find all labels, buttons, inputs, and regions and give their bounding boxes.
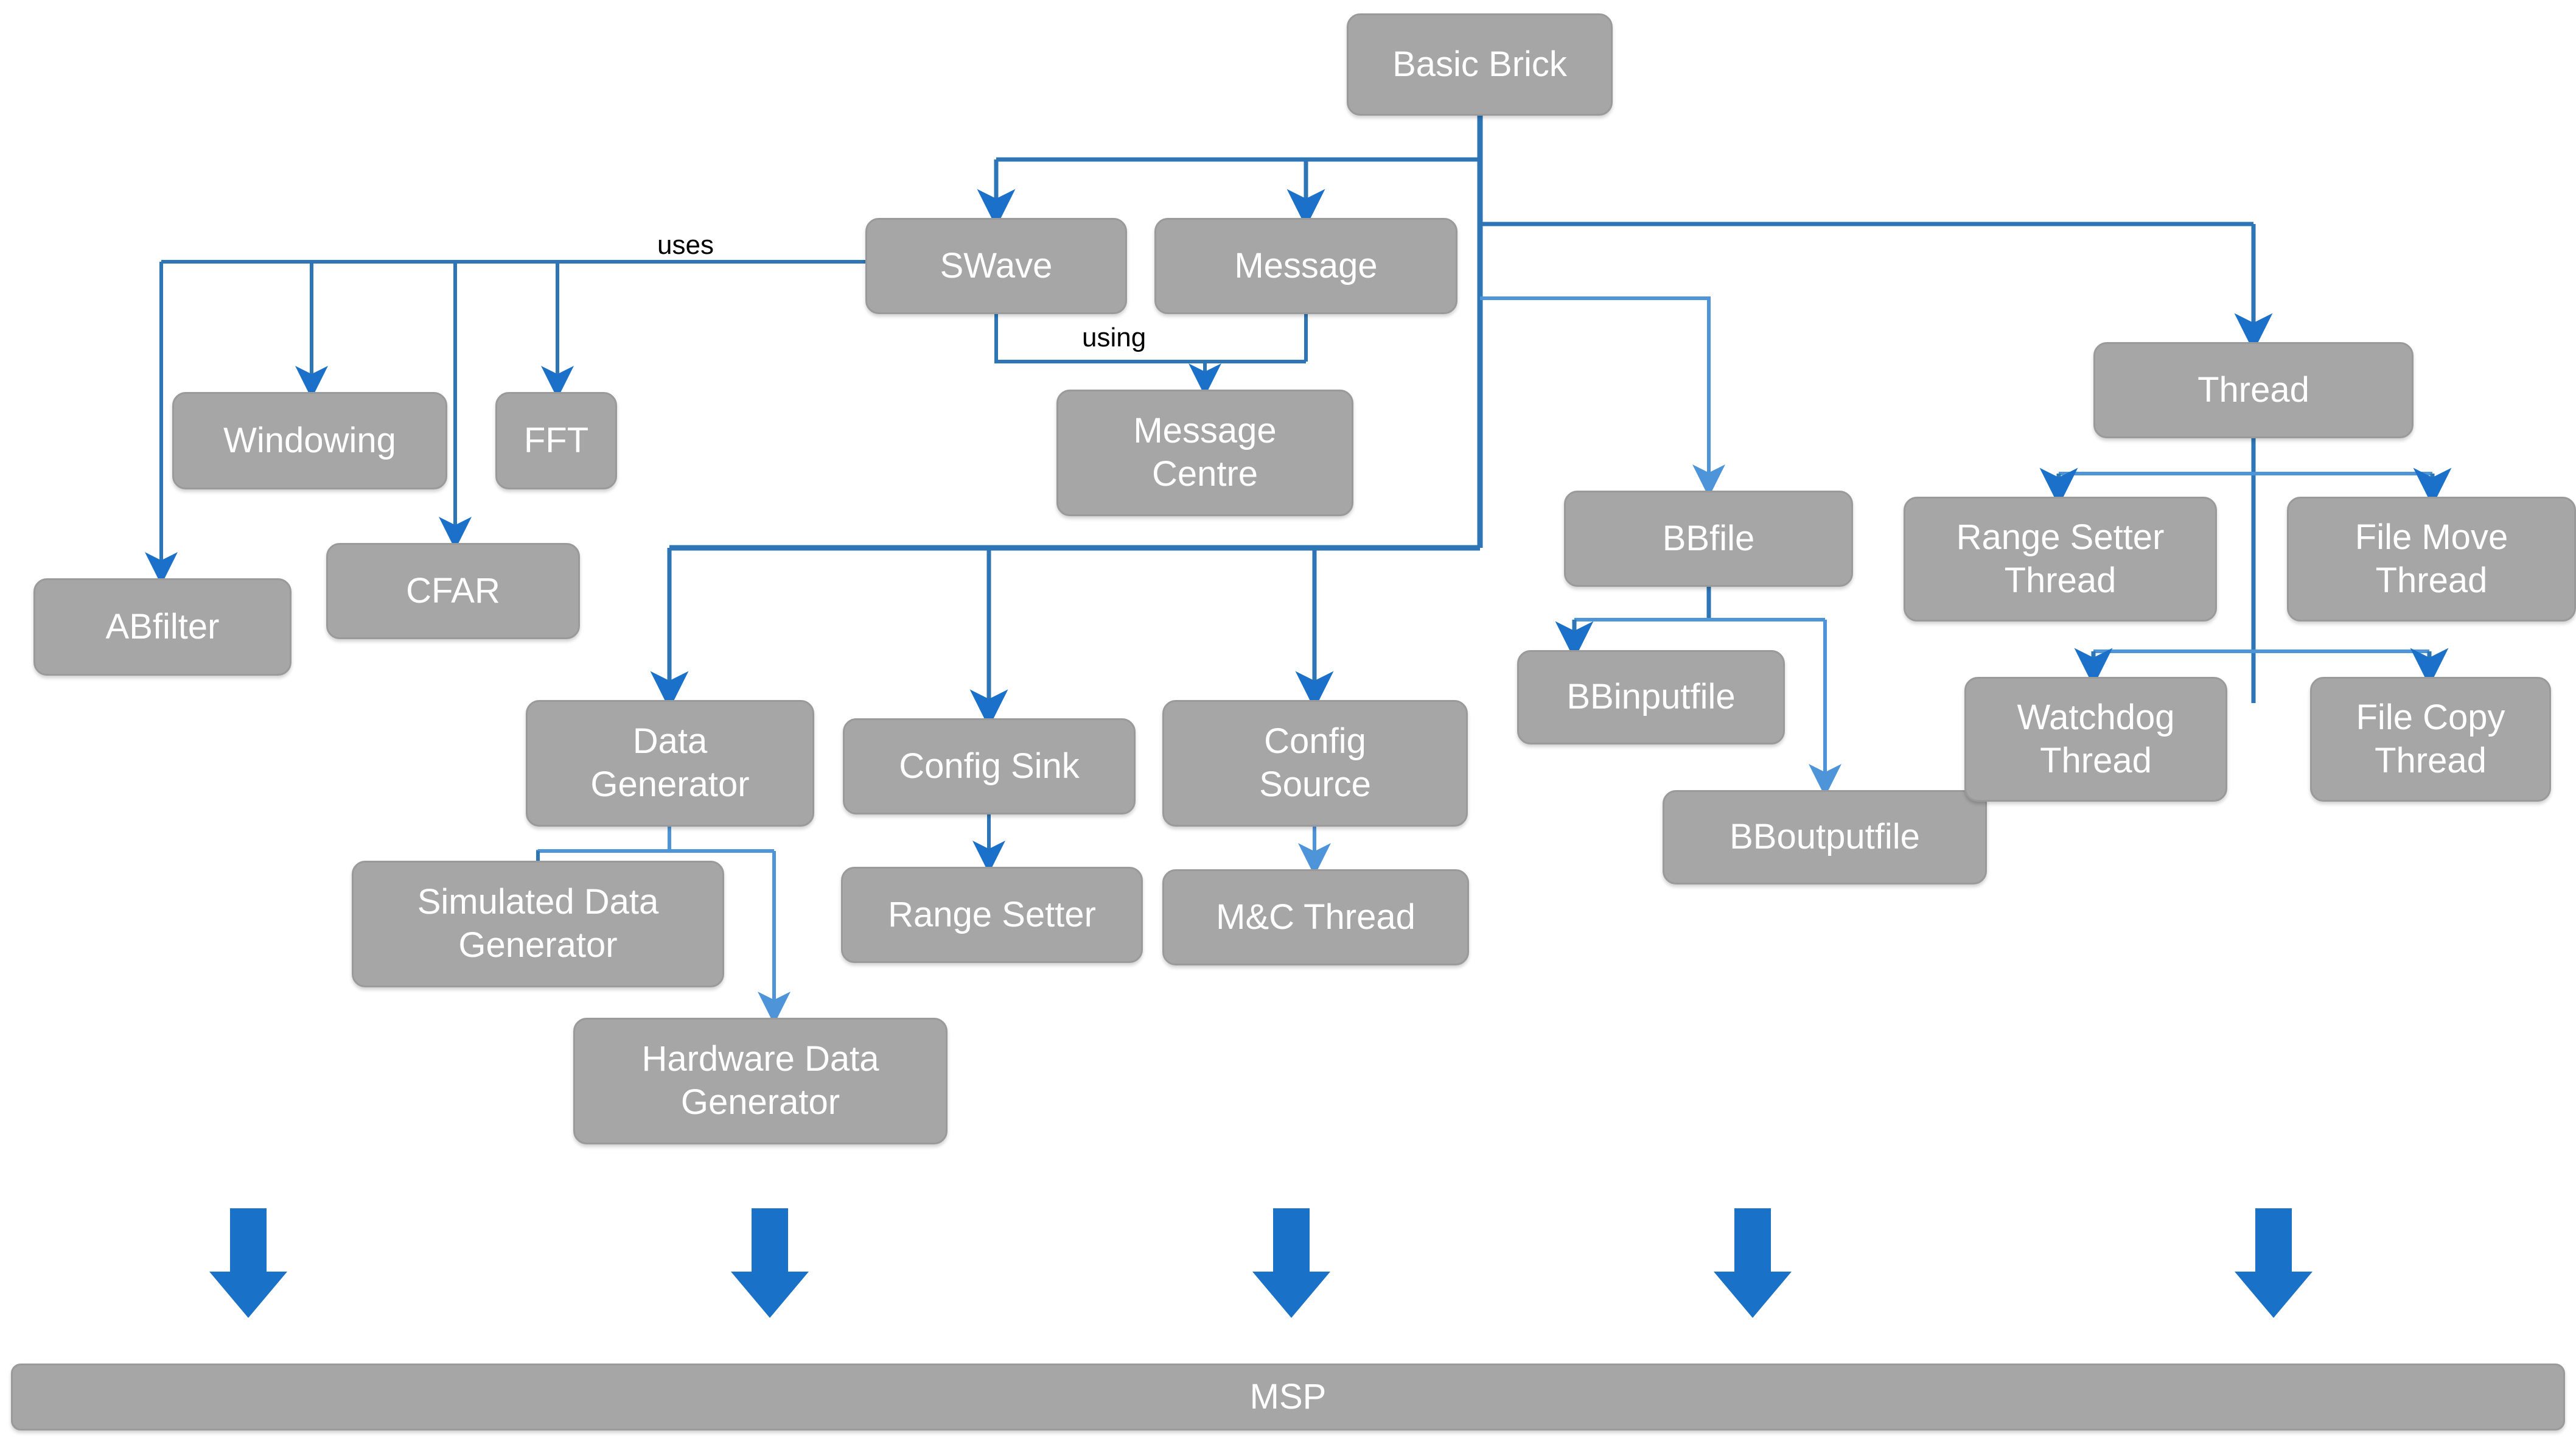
node-label-swave: SWave: [940, 245, 1053, 285]
node-label-range-setter: Range Setter: [888, 894, 1096, 934]
node-abfilter[interactable]: ABfilter: [33, 578, 291, 676]
node-label-config-sink: Config Sink: [899, 746, 1080, 786]
using-label: using: [1082, 323, 1147, 352]
node-fft[interactable]: FFT: [495, 392, 617, 489]
node-label-bbinputfile: BBinputfile: [1566, 677, 1736, 717]
node-bboutputfile[interactable]: BBoutputfile: [1663, 790, 1987, 884]
node-label-basic-brick: Basic Brick: [1392, 44, 1567, 84]
node-message[interactable]: Message: [1154, 218, 1457, 314]
msp-arrow-3: [1252, 1208, 1330, 1318]
spine-data-generator: [536, 827, 774, 853]
node-label-bbfile: BBfile: [1662, 518, 1755, 558]
node-bbfile[interactable]: BBfile: [1564, 491, 1853, 587]
msp-arrow-4: [1714, 1208, 1792, 1318]
spine-message-centre: [994, 314, 1308, 396]
node-label-thread: Thread: [2197, 369, 2309, 410]
node-windowing[interactable]: Windowing: [172, 392, 447, 489]
msp-arrow-group: [209, 1208, 2312, 1318]
node-cfar[interactable]: CFAR: [326, 543, 580, 639]
msp-arrow-5: [2235, 1208, 2312, 1318]
node-basic-brick[interactable]: Basic Brick: [1347, 13, 1613, 116]
node-bbinputfile[interactable]: BBinputfile: [1517, 650, 1785, 744]
node-thread[interactable]: Thread: [2093, 342, 2414, 438]
node-label-windowing: Windowing: [223, 420, 396, 460]
node-config-sink[interactable]: Config Sink: [843, 718, 1136, 814]
uses-label: uses: [657, 230, 714, 260]
node-label-cfar: CFAR: [406, 570, 500, 611]
node-label-msp: MSP: [1249, 1376, 1327, 1416]
node-label-bboutputfile: BBoutputfile: [1730, 817, 1920, 857]
msp-arrow-1: [209, 1208, 287, 1318]
node-label-fft: FFT: [523, 420, 589, 460]
node-label-mc-thread: M&C Thread: [1216, 897, 1415, 937]
node-label-message: Message: [1234, 245, 1378, 285]
node-mc-thread[interactable]: M&C Thread: [1162, 869, 1469, 965]
node-msp[interactable]: MSP: [11, 1364, 2565, 1430]
node-label-abfilter: ABfilter: [105, 606, 220, 646]
msp-arrow-2: [731, 1208, 809, 1318]
node-range-setter[interactable]: Range Setter: [841, 867, 1143, 963]
node-swave[interactable]: SWave: [865, 218, 1127, 314]
